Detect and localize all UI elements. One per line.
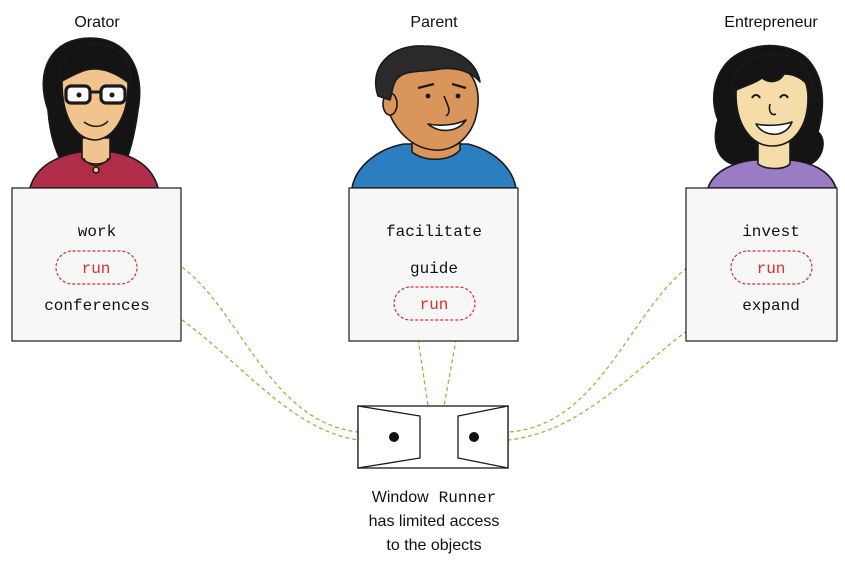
word-run-parent: run <box>420 296 449 314</box>
woman-with-glasses-avatar <box>29 37 159 189</box>
role-title-entrepreneur: Entrepreneur <box>724 14 818 31</box>
connector-orator-2 <box>91 283 359 441</box>
woman-curly-hair-avatar <box>707 44 837 189</box>
caption-prefix: Window <box>372 489 429 506</box>
role-title-parent: Parent <box>410 14 458 31</box>
caption-line-2: has limited access <box>369 513 500 530</box>
word-run-entrepreneur: run <box>757 260 786 278</box>
role-title-orator: Orator <box>74 14 120 31</box>
word-invest: invest <box>742 223 800 241</box>
caption-line-1: Window Runner <box>372 489 497 507</box>
man-avatar <box>351 45 517 189</box>
word-expand: expand <box>742 297 800 315</box>
word-work: work <box>78 223 116 241</box>
window-icon <box>357 405 509 469</box>
persona-box-orator: work run conferences <box>11 187 182 342</box>
word-conferences: conferences <box>44 297 150 315</box>
persona-box-entrepreneur: invest run expand <box>685 187 838 342</box>
persona-box-parent: facilitate guide run <box>348 187 519 342</box>
caption-code: Runner <box>439 489 497 507</box>
word-facilitate: facilitate <box>386 223 482 241</box>
caption: Window Runner has limited access to the … <box>369 489 500 554</box>
word-guide: guide <box>410 260 458 278</box>
word-run-orator: run <box>82 260 111 278</box>
caption-line-3: to the objects <box>386 537 481 554</box>
